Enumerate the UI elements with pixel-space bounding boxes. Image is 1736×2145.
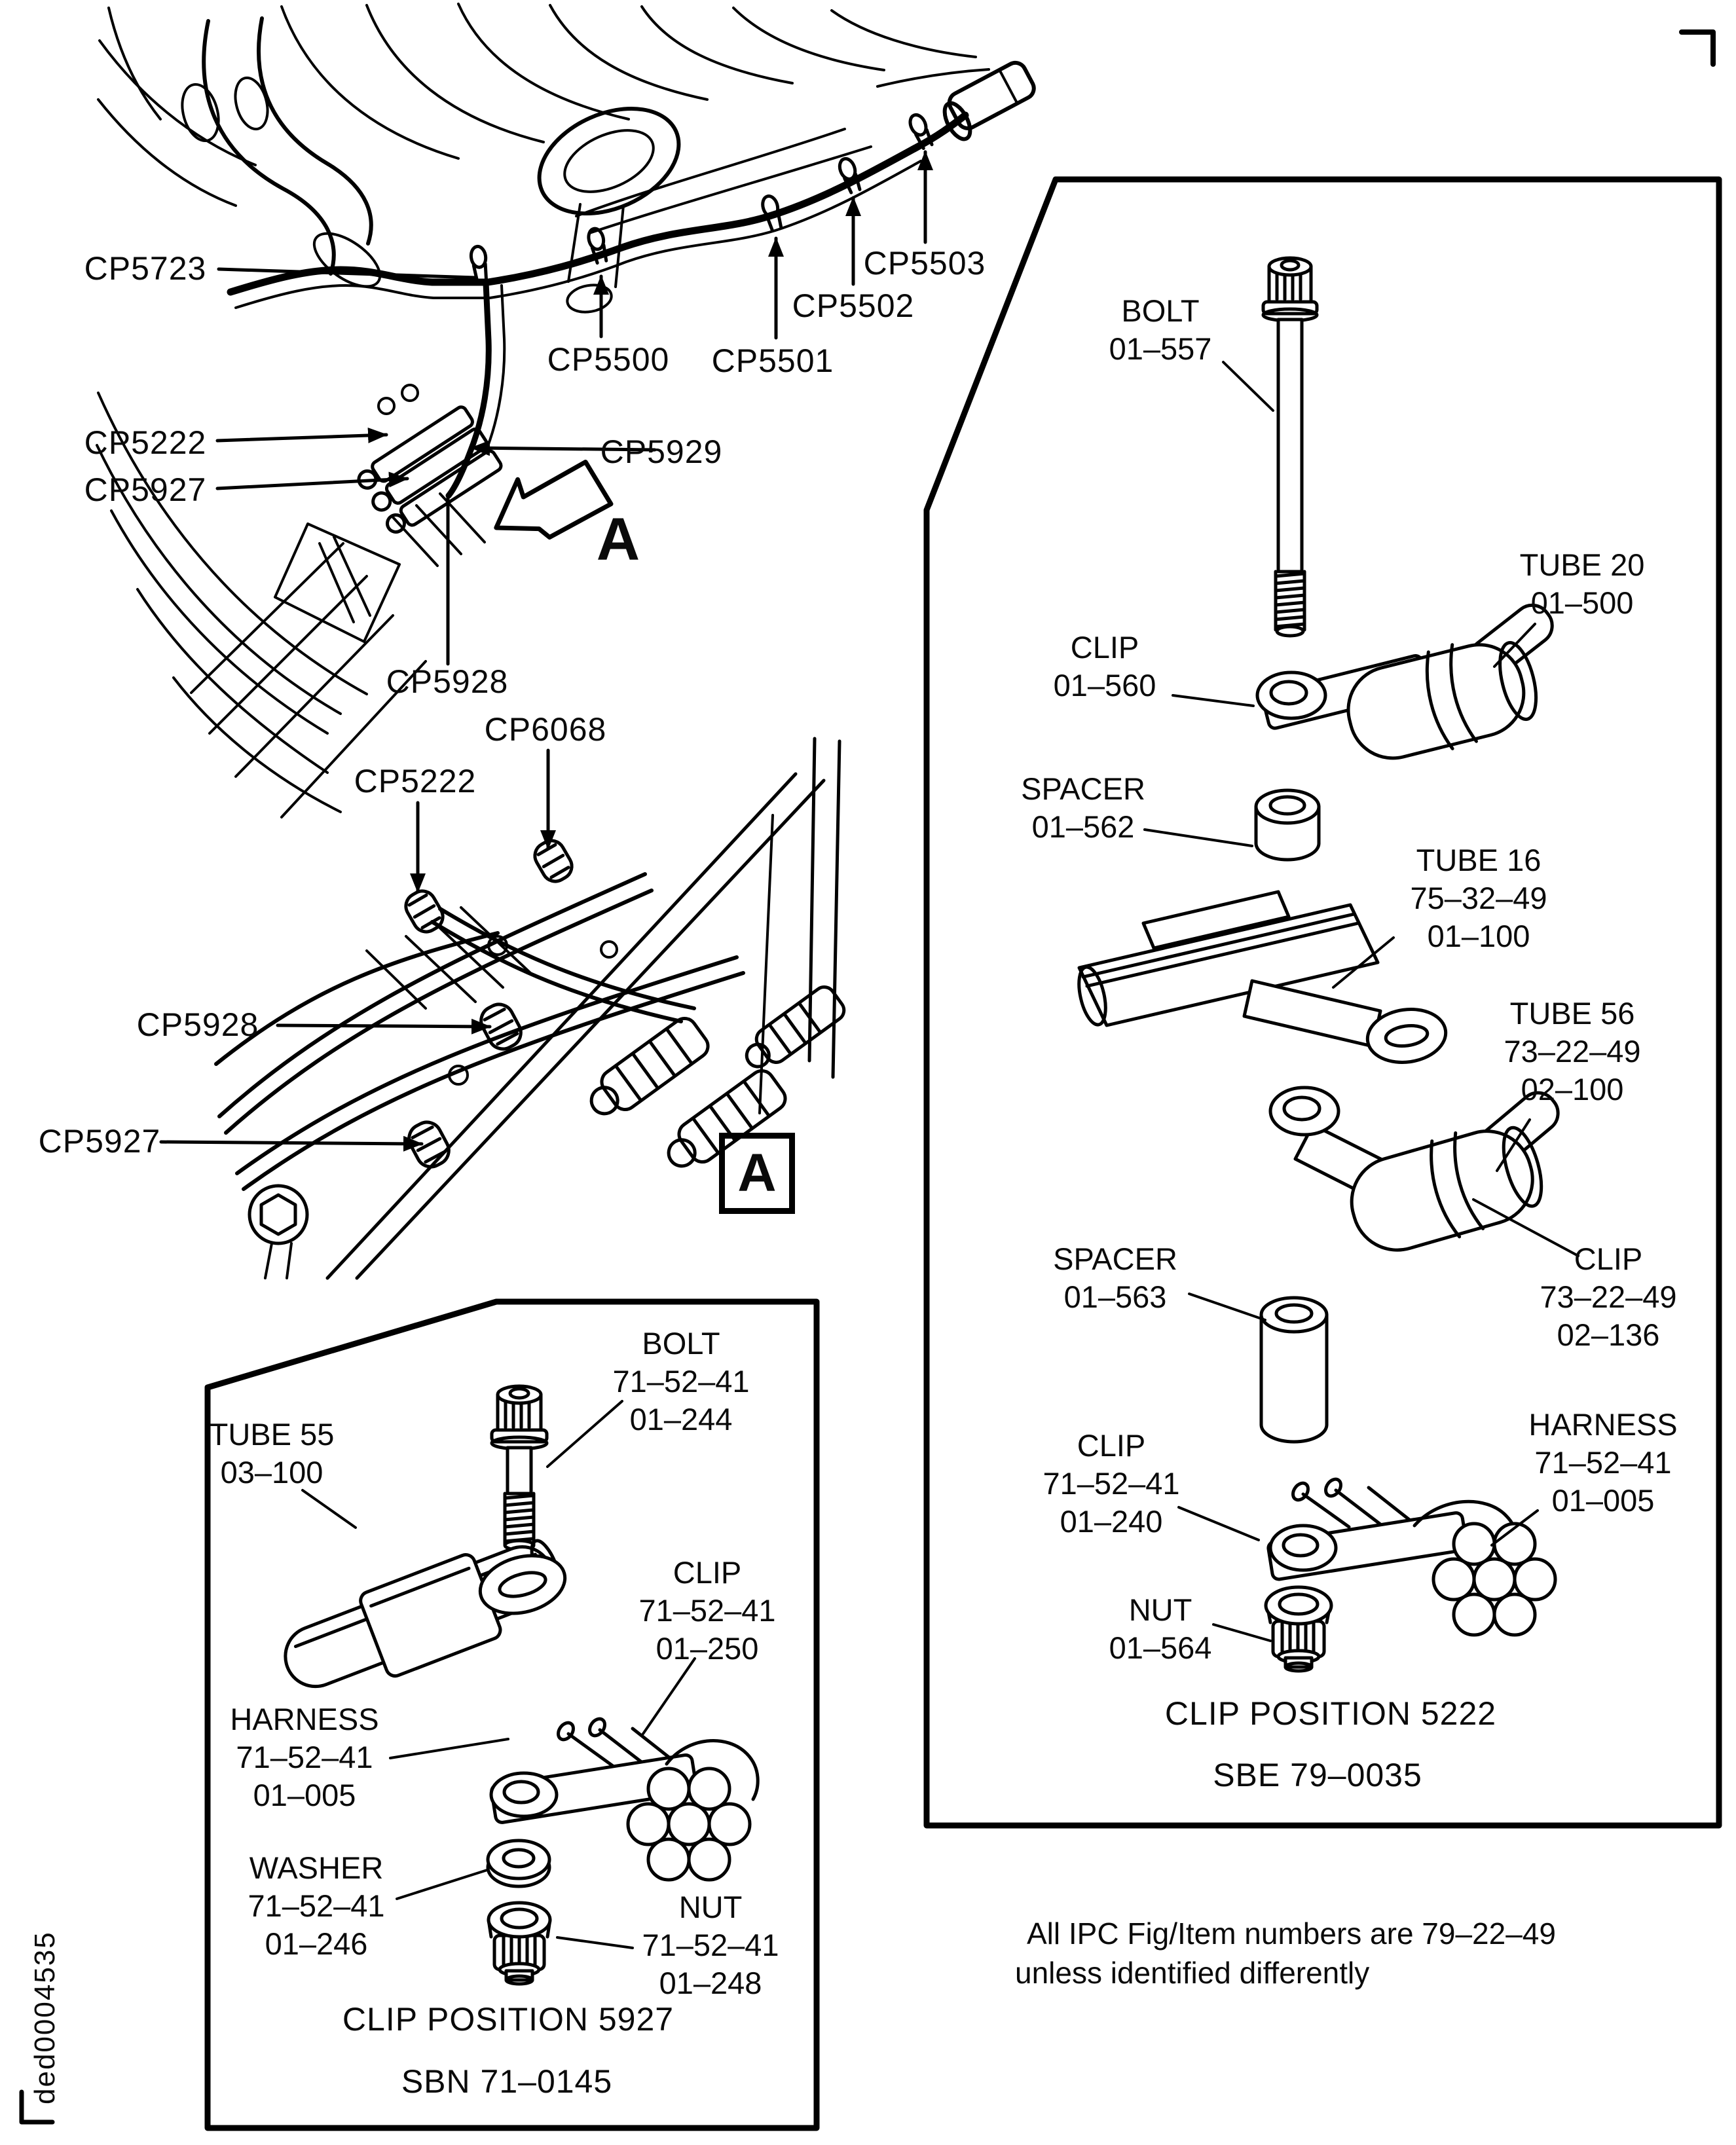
washer-drawing <box>486 1839 551 1888</box>
box-5222-ref: SBE 79–0035 <box>1213 1757 1422 1793</box>
part-label-nut-5927: NUT 71–52–41 01–248 <box>642 1890 779 2000</box>
detail-leader-lines <box>159 748 556 1152</box>
clip-label-cp5500: CP5500 <box>547 341 670 378</box>
tube20-clip-drawing <box>1255 603 1554 760</box>
part-label-tube55: TUBE 55 03–100 <box>209 1417 335 1490</box>
corner-mark-top-right <box>1679 29 1716 67</box>
bolt-drawing-5927 <box>490 1384 549 1552</box>
clip-label-cp5502: CP5502 <box>792 287 915 324</box>
box-5927-ref: SBN 71–0145 <box>401 2063 613 2100</box>
part-label-clip-5927: CLIP 71–52–41 01–250 <box>638 1555 776 1666</box>
clip-label-cp5927: CP5927 <box>84 471 207 508</box>
detail-arrow-icon <box>494 460 614 540</box>
nut-drawing-5927 <box>487 1901 552 1986</box>
detail-arrow-label: A <box>596 505 640 573</box>
harness-clip-drawing-5927 <box>489 1717 760 1882</box>
detail-view-marker-letter: A <box>737 1143 777 1203</box>
clip-label-cp5222: CP5222 <box>84 424 207 461</box>
box-5222-outline <box>923 176 1722 1829</box>
bolt-drawing-5222 <box>1261 256 1319 638</box>
box-5222-drawings <box>1077 256 1579 1673</box>
clip-label-cp5928: CP5928 <box>386 663 509 700</box>
box-5222-leaders <box>1143 361 1579 1642</box>
part-label-spacer563: SPACER 01–563 <box>1053 1241 1177 1314</box>
spacer562-drawing <box>1254 788 1321 862</box>
detail-label-cp5222: CP5222 <box>354 763 477 799</box>
detail-label-cp5927: CP5927 <box>38 1123 161 1160</box>
overview-clip-cluster <box>357 405 503 534</box>
part-label-harness-5222: HARNESS 71–52–41 01–005 <box>1528 1407 1678 1518</box>
part-label-clip136: CLIP 73–22–49 02–136 <box>1540 1241 1677 1352</box>
box-5927-caption: CLIP POSITION 5927 <box>342 2001 674 2038</box>
ipc-note-line2: unless identified differently <box>1015 1956 1370 1990</box>
part-label-clip240: CLIP 71–52–41 01–240 <box>1043 1428 1180 1539</box>
spacer563-drawing <box>1259 1296 1329 1444</box>
ipc-note-line1: All IPC Fig/Item numbers are 79–22–49 <box>1027 1916 1556 1951</box>
part-label-clip560: CLIP 01–560 <box>1053 630 1156 703</box>
clip-label-cp5723: CP5723 <box>84 250 207 287</box>
tube55-drawing <box>284 1539 567 1689</box>
nut-drawing-5222 <box>1264 1585 1333 1673</box>
part-label-harness-5927: HARNESS 71–52–41 01–005 <box>230 1702 379 1812</box>
part-label-bolt-5927: BOLT 71–52–41 01–244 <box>612 1326 750 1437</box>
box-5927-outline <box>204 1298 820 2131</box>
detail-view-art <box>214 737 846 1280</box>
part-label-nut564: NUT 01–564 <box>1109 1592 1212 1665</box>
tube16-drawing <box>1077 890 1448 1064</box>
part-label-tube20: TUBE 20 01–500 <box>1519 547 1645 620</box>
tube-clip-marks <box>469 113 934 283</box>
part-label-bolt-5222: BOLT 01–557 <box>1109 293 1212 366</box>
box-5222-caption: CLIP POSITION 5222 <box>1164 1695 1497 1732</box>
overview-tube-art <box>227 60 1036 567</box>
clip-label-cp5501: CP5501 <box>711 342 834 379</box>
overview-engine-art <box>96 3 990 818</box>
part-label-tube16: TUBE 16 75–32–49 01–100 <box>1410 843 1547 953</box>
detail-view-marker: A <box>719 1133 795 1214</box>
document-id: ded0004535 <box>29 1931 61 2104</box>
harness-clip-drawing-5222 <box>1266 1477 1557 1637</box>
part-label-washer: WASHER 71–52–41 01–246 <box>248 1850 385 1961</box>
part-label-spacer562: SPACER 01–562 <box>1021 771 1145 844</box>
detail-clip-sleeves <box>404 839 574 1169</box>
box-5927-leaders <box>301 1400 696 1949</box>
clip-label-cp5503: CP5503 <box>863 245 986 282</box>
detail-label-cp5928: CP5928 <box>136 1006 259 1043</box>
part-label-tube56: TUBE 56 73–22–49 02–100 <box>1504 996 1641 1107</box>
corner-mark-bottom-left <box>19 2089 55 2125</box>
tube56-clip-drawing <box>1268 1086 1560 1252</box>
box-5927-drawings <box>284 1384 760 1986</box>
clip-label-cp5929: CP5929 <box>600 433 723 470</box>
detail-label-cp6068: CP6068 <box>484 711 607 748</box>
overview-leader-lines <box>215 150 933 666</box>
